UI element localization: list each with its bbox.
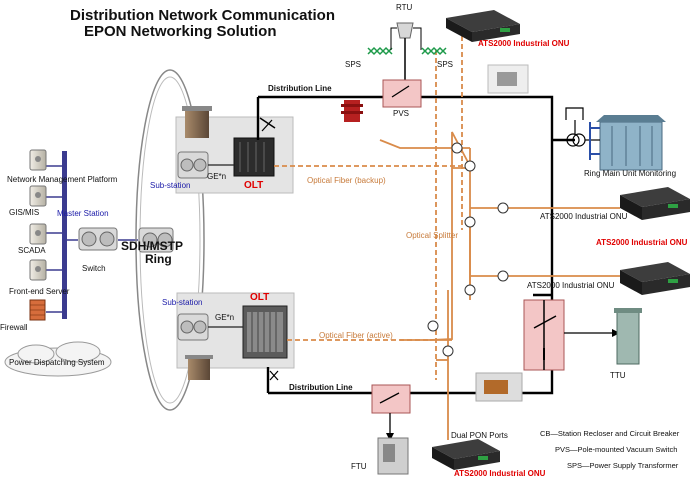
pole-switch-photo-icon bbox=[487, 64, 529, 94]
master-station-label: Master Station bbox=[57, 209, 109, 218]
legend-pvs: PVS—Pole-mounted Vacuum Switch bbox=[555, 445, 678, 454]
rtu-label: RTU bbox=[396, 3, 413, 12]
firewall-label: Firewall bbox=[0, 323, 28, 332]
transformer-top-icon bbox=[182, 106, 212, 138]
optical-splitter-label: Optical Splitter bbox=[406, 231, 459, 240]
frontend-label: Front-end Server bbox=[9, 287, 70, 296]
onu-right1-red-label: ATS2000 Industrial ONU bbox=[596, 238, 688, 247]
legend-sps: SPS—Power Supply Transformer bbox=[567, 461, 679, 470]
insulator-icon bbox=[341, 100, 363, 122]
ttu-label: TTU bbox=[610, 371, 626, 380]
master-station-bus bbox=[46, 151, 138, 319]
olt-top-label: OLT bbox=[244, 180, 264, 191]
rmu-connector-icon bbox=[589, 122, 600, 160]
current-transformer-icon bbox=[565, 107, 600, 147]
sps-left-icon bbox=[367, 46, 393, 56]
firewall-icon bbox=[29, 299, 46, 321]
nmp-label: Network Management Platform bbox=[7, 175, 118, 184]
legend-cb: CB—Station Recloser and Circuit Breaker bbox=[540, 429, 680, 438]
pvs-switch-icon bbox=[382, 79, 422, 108]
router-bottom-icon bbox=[177, 313, 209, 341]
sps-right-icon bbox=[421, 46, 447, 56]
ring-main-unit-label: Ring Main Unit Monitoring bbox=[584, 169, 677, 178]
onu-bottom-label: ATS2000 Industrial ONU bbox=[454, 469, 546, 478]
scada-server-icon bbox=[29, 223, 47, 245]
ring-label-line1: SDH/MSTP bbox=[121, 239, 184, 253]
pvs-bottom-switch-icon bbox=[371, 384, 411, 414]
onu-right2-label: ATS2000 Industrial ONU bbox=[527, 281, 615, 290]
gis-server-icon bbox=[29, 185, 47, 207]
diagram-title-line1: Distribution Network Communication bbox=[70, 7, 336, 24]
substation-top-label: Sub-station bbox=[150, 181, 191, 190]
switch-label: Switch bbox=[82, 264, 106, 273]
switch-icon bbox=[78, 227, 118, 251]
ring-label-line2: Ring bbox=[145, 252, 172, 266]
ftu-cabinet-icon bbox=[377, 437, 409, 475]
olt-top-device-icon bbox=[233, 137, 275, 177]
dispatching-label: Power Dispatching System bbox=[9, 358, 105, 367]
scada-label: SCADA bbox=[18, 246, 46, 255]
olt-bottom-device-icon bbox=[242, 305, 288, 359]
ring-main-unit-icon bbox=[596, 115, 666, 171]
recloser-photo-icon bbox=[475, 372, 523, 402]
substation-bottom-label: Sub-station bbox=[162, 298, 203, 307]
frontend-server-icon bbox=[29, 259, 47, 281]
onu-right1-device-icon bbox=[620, 187, 690, 220]
diagram-title-line2: EPON Networking Solution bbox=[84, 23, 277, 40]
gis-label: GIS/MIS bbox=[9, 208, 40, 217]
cb-switch-box-icon bbox=[523, 299, 565, 371]
onu-bottom-device-icon bbox=[432, 439, 500, 470]
distribution-line-top-label: Distribution Line bbox=[268, 84, 332, 93]
fiber-backup-label: Optical Fiber (backup) bbox=[307, 176, 386, 185]
ftu-label: FTU bbox=[351, 462, 367, 471]
ge-bottom-label: GE*n bbox=[215, 313, 235, 322]
cb-breaker-bottom-icon bbox=[269, 370, 279, 381]
rtu-icon bbox=[396, 22, 414, 80]
onu-top-device-icon bbox=[446, 10, 520, 42]
nmp-server-icon bbox=[29, 149, 47, 171]
sps-right-label: SPS bbox=[437, 60, 454, 69]
ge-top-label: GE*n bbox=[207, 172, 227, 181]
dispatching-cloud-icon bbox=[4, 341, 112, 377]
onu-right1-black-label: ATS2000 Industrial ONU bbox=[540, 212, 628, 221]
distribution-line-bottom-label: Distribution Line bbox=[289, 383, 353, 392]
transformer-bottom-icon bbox=[185, 355, 213, 380]
onu-right2-device-icon bbox=[620, 262, 690, 295]
onu-top-label: ATS2000 Industrial ONU bbox=[478, 39, 570, 48]
router-top-icon bbox=[177, 151, 209, 179]
fiber-active-label: Optical Fiber (active) bbox=[319, 331, 393, 340]
dual-pon-label: Dual PON Ports bbox=[451, 431, 508, 440]
olt-bottom-label: OLT bbox=[250, 292, 270, 303]
ttu-cabinet-icon bbox=[614, 308, 642, 365]
pvs-label: PVS bbox=[393, 109, 410, 118]
ring-router-icon bbox=[138, 227, 174, 253]
splitter-nodes bbox=[427, 142, 509, 357]
sps-left-label: SPS bbox=[345, 60, 362, 69]
cb-breaker-top-icon bbox=[259, 117, 276, 132]
